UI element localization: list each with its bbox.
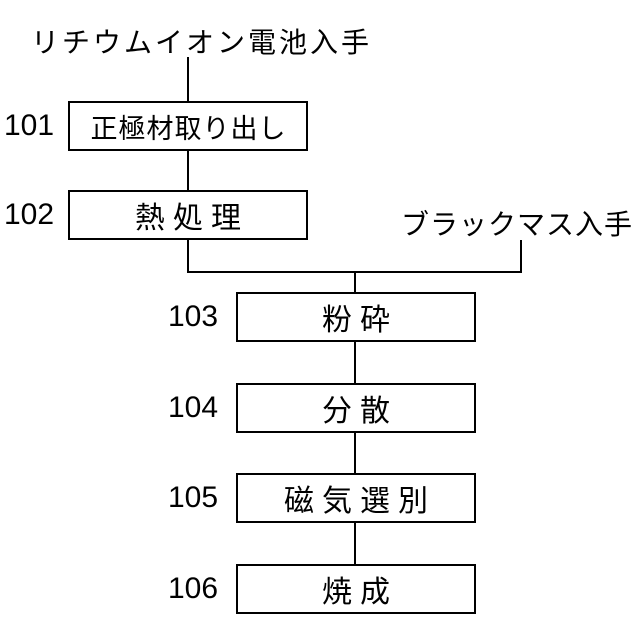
connector-black-mass-to-merge — [520, 240, 522, 273]
process-box-105: 磁気選別 — [236, 473, 476, 523]
connector-103-to-104 — [354, 342, 356, 384]
process-box-106-label: 焼成 — [322, 576, 398, 609]
connector-104-to-105 — [354, 433, 356, 474]
source-label-lithium-ion-battery: リチウムイオン電池入手 — [31, 27, 373, 58]
connector-105-to-106 — [354, 523, 356, 566]
process-box-103-label: 粉砕 — [322, 304, 398, 337]
process-box-104: 分散 — [236, 383, 476, 433]
step-number-102: 102 — [3, 198, 55, 231]
process-box-101: 正極材取り出し — [68, 101, 308, 151]
process-box-102: 熱処理 — [68, 190, 308, 240]
step-number-106: 106 — [167, 572, 219, 605]
step-number-103: 103 — [167, 300, 219, 333]
process-box-101-label: 正極材取り出し — [90, 113, 287, 144]
process-box-103: 粉砕 — [236, 292, 476, 342]
step-number-104: 104 — [167, 391, 219, 424]
process-box-104-label: 分散 — [322, 395, 398, 428]
step-number-101: 101 — [3, 109, 55, 142]
connector-source-top-to-101 — [187, 57, 189, 101]
connector-merge-to-103 — [354, 271, 356, 293]
step-number-105: 105 — [167, 481, 219, 514]
process-box-105-label: 磁気選別 — [284, 485, 436, 518]
connector-101-to-102 — [187, 151, 189, 190]
connector-102-to-merge — [187, 240, 189, 273]
process-box-106: 焼成 — [236, 564, 476, 614]
source-label-black-mass: ブラックマス入手 — [400, 209, 633, 240]
process-box-102-label: 熱処理 — [135, 202, 249, 235]
